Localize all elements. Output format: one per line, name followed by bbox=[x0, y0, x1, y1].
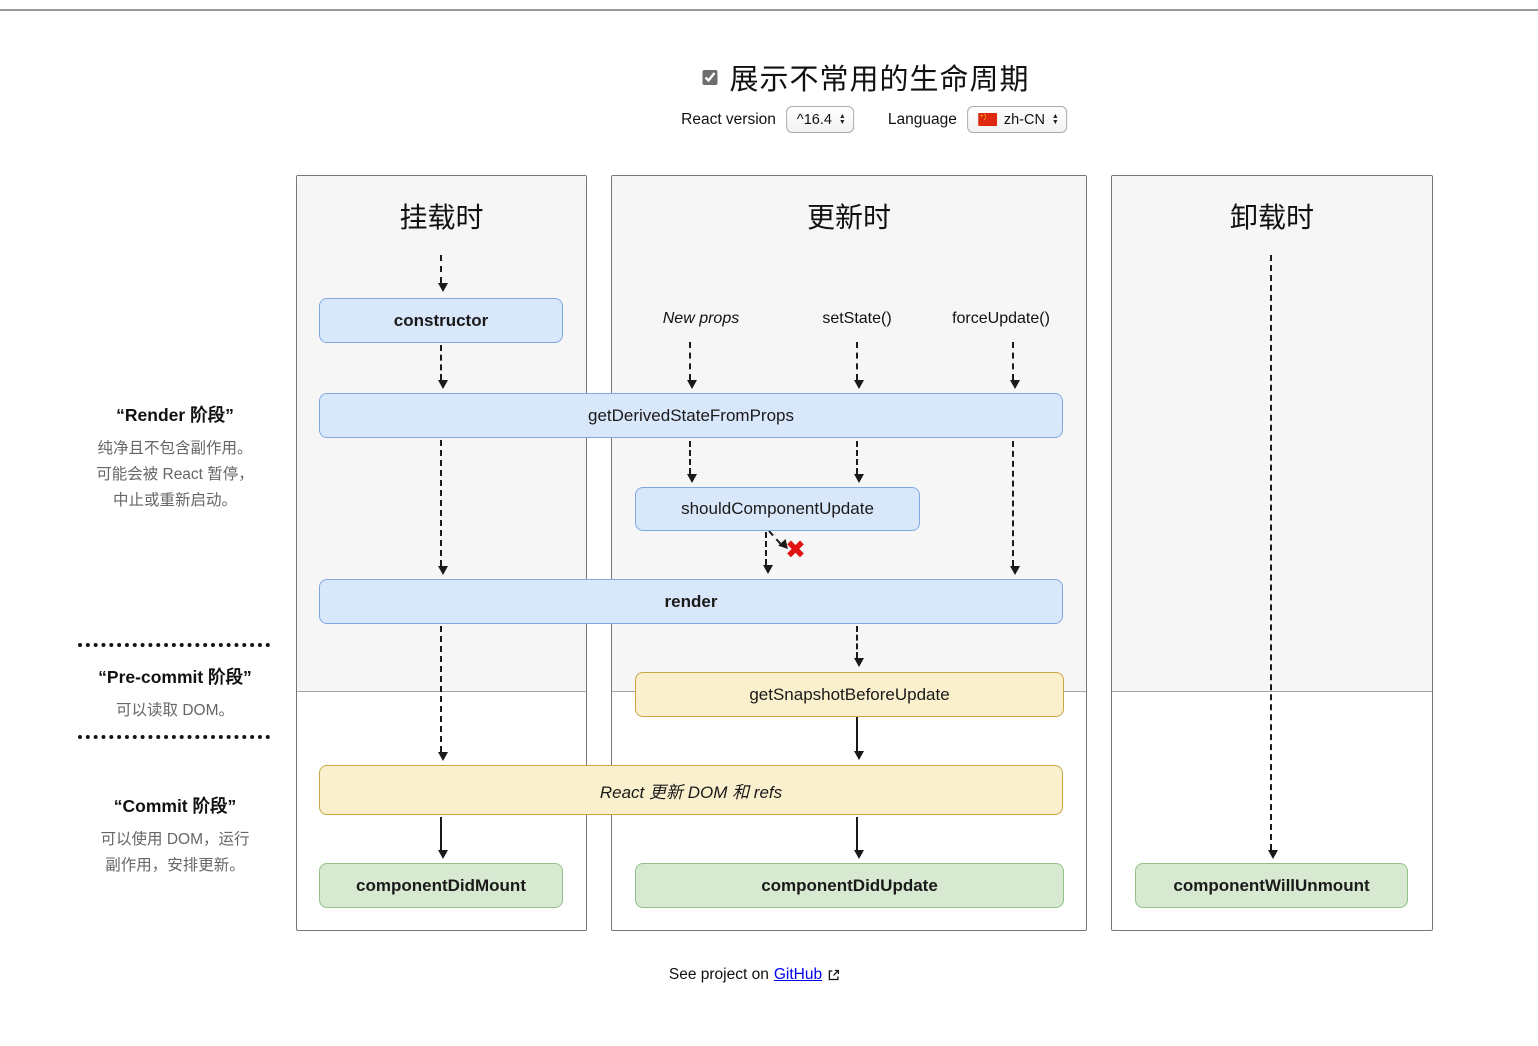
title-row: 展示不常用的生命周期 bbox=[702, 56, 1029, 98]
phase-precommit: “Pre-commit 阶段” 可以读取 DOM。 bbox=[45, 664, 305, 724]
arrow-scu-to-render bbox=[763, 532, 773, 574]
phase-commit-desc-line: 副作用，安排更新。 bbox=[105, 857, 245, 874]
arrow-gdsfp-to-scu bbox=[687, 441, 697, 483]
arrow-gdsfp-to-render-mount bbox=[438, 440, 448, 575]
reject-x-icon: ✖ bbox=[785, 536, 806, 564]
arrow-forceupdate-to-gdsfp bbox=[1010, 342, 1020, 389]
top-divider bbox=[0, 9, 1538, 11]
phase-commit-desc-line: 可以使用 DOM，运行 bbox=[100, 831, 250, 848]
language-select[interactable]: zh-CN ▲▼ bbox=[966, 106, 1067, 133]
arrow-constructor-to-gdsfp bbox=[438, 345, 448, 389]
phase-divider bbox=[78, 735, 270, 739]
node-componentdidupdate[interactable]: componentDidUpdate bbox=[635, 863, 1064, 908]
react-version-label: React version bbox=[681, 110, 776, 128]
node-render[interactable]: render bbox=[319, 579, 1063, 624]
node-getderivedstatefromprops[interactable]: getDerivedStateFromProps bbox=[319, 393, 1063, 438]
stepper-icon: ▲▼ bbox=[838, 112, 846, 126]
phase-precommit-desc-line: 可以读取 DOM。 bbox=[116, 702, 234, 719]
phase-render-desc-line: 纯净且不包含副作用。 bbox=[97, 440, 253, 457]
language-value: zh-CN bbox=[1003, 111, 1045, 128]
arrow-mount-to-constructor bbox=[438, 255, 448, 292]
panel-updating: 更新时 bbox=[611, 175, 1087, 931]
stepper-icon: ▲▼ bbox=[1051, 112, 1059, 126]
footer: See project on GitHub bbox=[669, 966, 841, 984]
phase-render-desc-line: 中止或重新启动。 bbox=[112, 492, 237, 509]
phase-divider bbox=[78, 643, 270, 647]
panel-mounting-title: 挂载时 bbox=[399, 202, 484, 233]
arrow-forceupdate-bypass-to-render bbox=[1010, 441, 1020, 575]
render-phase-shade bbox=[1112, 176, 1432, 692]
phase-commit-title: “Commit 阶段” bbox=[113, 796, 237, 816]
phase-precommit-title: “Pre-commit 阶段” bbox=[98, 667, 252, 687]
page-title: 展示不常用的生命周期 bbox=[729, 64, 1030, 96]
panel-unmounting: 卸载时 bbox=[1111, 175, 1433, 931]
node-componentdidmount[interactable]: componentDidMount bbox=[319, 863, 563, 908]
arrow-setstate-to-gdsfp bbox=[854, 342, 864, 389]
react-version-value: ^16.4 bbox=[796, 111, 832, 128]
controls-row: React version ^16.4 ▲▼ Language zh-CN ▲▼ bbox=[681, 106, 1067, 133]
arrow-newprops-to-gdsfp bbox=[687, 342, 697, 389]
node-constructor[interactable]: constructor bbox=[319, 298, 563, 343]
trigger-setstate: setState() bbox=[822, 310, 892, 327]
github-link[interactable]: GitHub bbox=[773, 966, 823, 983]
node-componentwillunmount[interactable]: componentWillUnmount bbox=[1135, 863, 1408, 908]
arrow-unmount-to-cwu bbox=[1268, 255, 1278, 859]
arrow-reactupdates-to-cdm bbox=[438, 817, 448, 859]
trigger-forceupdate: forceUpdate() bbox=[952, 310, 1050, 327]
external-link-icon bbox=[827, 968, 841, 982]
panel-updating-title: 更新时 bbox=[806, 202, 891, 233]
node-react-updates-dom: React 更新 DOM 和 refs bbox=[319, 765, 1063, 815]
cn-flag-icon bbox=[977, 113, 997, 126]
arrow-reactupdates-to-cdu bbox=[854, 817, 864, 859]
language-label: Language bbox=[887, 110, 957, 128]
arrow-gsbu-to-reactupdates bbox=[854, 717, 864, 760]
phase-render-desc-line: 可能会被 React 暂停， bbox=[96, 466, 254, 483]
node-getsnapshotbeforeupdate[interactable]: getSnapshotBeforeUpdate bbox=[635, 672, 1064, 717]
react-version-select[interactable]: ^16.4 ▲▼ bbox=[785, 106, 854, 133]
phase-commit: “Commit 阶段” 可以使用 DOM，运行 副作用，安排更新。 bbox=[45, 793, 305, 879]
phase-render: “Render 阶段” 纯净且不包含副作用。 可能会被 React 暂停， 中止… bbox=[45, 402, 305, 514]
node-shouldcomponentupdate[interactable]: shouldComponentUpdate bbox=[635, 487, 920, 531]
arrow-render-to-reactupdates-mount bbox=[438, 626, 448, 761]
panel-unmounting-title: 卸载时 bbox=[1229, 202, 1314, 233]
arrow-render-to-gsbu bbox=[854, 626, 864, 667]
arrow-gdsfp-to-scu bbox=[854, 441, 864, 483]
show-less-common-checkbox[interactable] bbox=[702, 69, 718, 85]
phase-render-title: “Render 阶段” bbox=[116, 405, 234, 425]
footer-text: See project on bbox=[668, 966, 769, 983]
trigger-new-props: New props bbox=[662, 310, 740, 327]
